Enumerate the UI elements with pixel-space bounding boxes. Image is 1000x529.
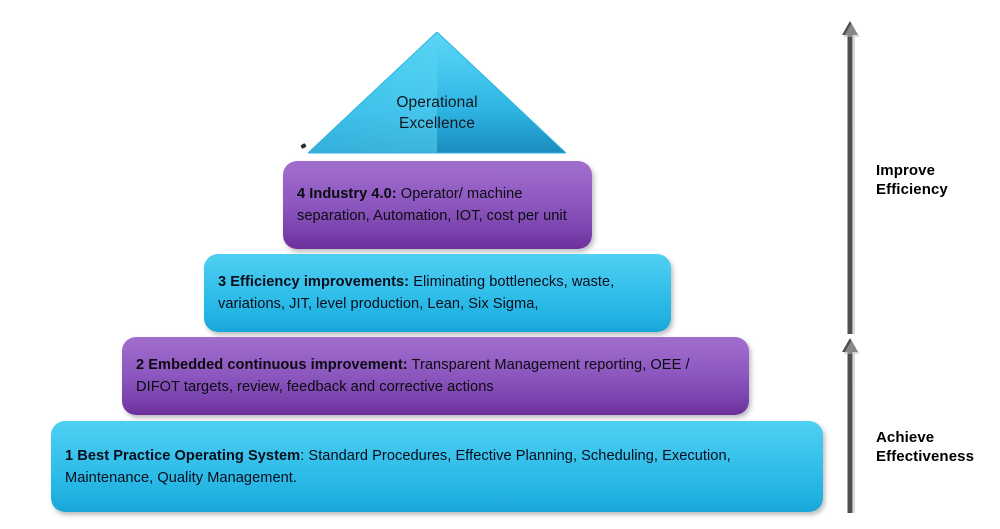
pyramid-level-3-body: Eliminating bottlenecks, waste, variatio…: [218, 274, 615, 312]
pyramid-level-2-heading: 2 Embedded continuous improvement:: [136, 357, 408, 373]
up-arrow-icon-achieve-effectiveness: [841, 337, 860, 513]
pyramid-level-2[interactable]: 2 Embedded continuous improvement: Trans…: [122, 337, 749, 415]
stray-mark-artifact: [300, 143, 307, 149]
operational-excellence-triangle: [308, 32, 566, 154]
pyramid-level-4[interactable]: 4 Industry 4.0: Operator/ machine separa…: [283, 161, 592, 249]
improve-efficiency-line-1: Improve: [876, 162, 936, 179]
pyramid-level-3[interactable]: 3 Efficiency improvements: Eliminating b…: [204, 254, 671, 332]
apex-line-2: Excellence: [399, 115, 475, 132]
up-arrow-icon-improve-efficiency: [841, 20, 860, 334]
pyramid-level-1-text: 1 Best Practice Operating System: Standa…: [65, 445, 809, 489]
pyramid-level-4-body: Operator/ machine separation, Automation…: [297, 186, 567, 224]
pyramid-level-1-heading: 1 Best Practice Operating System: [65, 447, 301, 464]
pyramid-level-2-body: Transparent Management reporting, OEE / …: [136, 357, 690, 395]
pyramid-level-1[interactable]: 1 Best Practice Operating System: Standa…: [51, 421, 823, 512]
achieve-effectiveness-line-1: Achieve: [876, 429, 935, 446]
pyramid-level-1-body: : Standard Procedures, Effective Plannin…: [65, 447, 731, 486]
pyramid-level-4-text: 4 Industry 4.0: Operator/ machine separa…: [297, 183, 578, 227]
pyramid-level-3-heading: 3 Efficiency improvements:: [218, 274, 410, 290]
achieve-effectiveness-line-2: Effectiveness: [876, 448, 975, 465]
improve-efficiency-label: Improve Efficiency: [876, 161, 948, 199]
operational-excellence-label: Operational Excellence: [308, 92, 566, 134]
achieve-effectiveness-label: Achieve Effectiveness: [876, 428, 974, 466]
apex-line-1: Operational: [396, 94, 478, 111]
improve-efficiency-line-2: Efficiency: [876, 181, 948, 198]
pyramid-level-3-text: 3 Efficiency improvements: Eliminating b…: [218, 271, 657, 315]
pyramid-level-4-heading: 4 Industry 4.0:: [297, 186, 397, 202]
pyramid-level-2-text: 2 Embedded continuous improvement: Trans…: [136, 354, 735, 398]
